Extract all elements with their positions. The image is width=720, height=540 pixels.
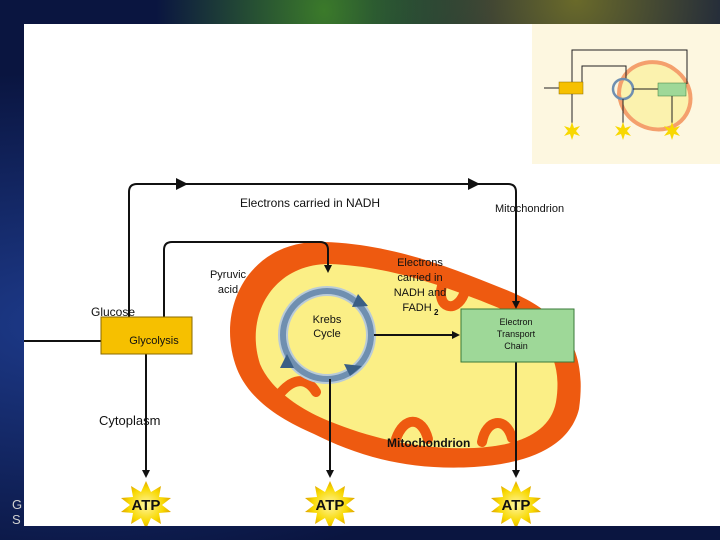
- krebs-arrow-icon: [344, 364, 362, 376]
- electrons2-label-line3: NADH and: [394, 287, 447, 299]
- krebs-label-line2: Cycle: [313, 328, 341, 340]
- nadh-arrow-head-icon: [468, 178, 480, 190]
- cellular-respiration-diagram: ATP ATP ATP Electrons carried in NADH Mi…: [24, 24, 720, 526]
- nadh-arrow: [128, 183, 520, 317]
- atp-label-3: ATP: [502, 497, 531, 514]
- etc-label-line2: Transport: [497, 329, 536, 339]
- electron-transport-chain-box: [460, 308, 575, 363]
- krebs-ring: [280, 288, 374, 382]
- atp-burst-1: ATP: [121, 481, 171, 526]
- corner-letter-2: S: [12, 512, 21, 527]
- electrons2-label-line4: FADH: [402, 302, 431, 314]
- atp-star-icon: [305, 481, 355, 526]
- atp-label-1: ATP: [132, 497, 161, 514]
- mitochondrion-top-label: Mitochondrion: [495, 203, 564, 215]
- thumbnail-line-pyruvic: [581, 65, 627, 82]
- krebs-arrow-icon: [280, 354, 294, 368]
- overview-thumbnail: [532, 24, 720, 164]
- pyruvic-label-line1: Pyruvic: [210, 269, 247, 281]
- cytoplasm-label: Cytoplasm: [99, 413, 160, 428]
- thumbnail-mitochondrion: [616, 60, 693, 132]
- etc-label-line1: Electron: [499, 317, 532, 327]
- mitochondrion-inner-label: Mitochondrion: [387, 436, 470, 450]
- electrons-nadh-label: Electrons carried in NADH: [240, 196, 380, 210]
- electrons2-label-line2: carried in: [397, 272, 442, 284]
- electrons2-label-line1: Electrons: [397, 257, 443, 269]
- thumbnail-atp-star: [615, 122, 631, 140]
- thumbnail-etc: [657, 82, 687, 97]
- fadh-subscript: 2: [434, 308, 439, 317]
- atp-label-2: ATP: [316, 497, 345, 514]
- slide-canvas: ATP ATP ATP Electrons carried in NADH Mi…: [24, 24, 720, 526]
- thumbnail-line-top: [571, 49, 688, 84]
- thumbnail-atp-star: [664, 122, 680, 140]
- pyruvic-acid-arrow: [163, 241, 332, 317]
- glycolysis-label: Glycolysis: [129, 335, 179, 347]
- etc-label-line3: Chain: [504, 341, 528, 351]
- atp-burst-2: ATP: [305, 481, 355, 526]
- arrows: [24, 178, 520, 478]
- atp-burst-3: ATP: [491, 481, 541, 526]
- corner-letter-1: G: [12, 497, 23, 512]
- nadh-arrow-head-icon: [176, 178, 188, 190]
- atp-star-icon: [121, 481, 171, 526]
- pyruvic-label-line2: acid: [218, 284, 238, 296]
- krebs-label-line1: Krebs: [313, 314, 342, 326]
- mitochondrion-cristae: [273, 281, 517, 447]
- krebs-cycle: [278, 286, 376, 384]
- glycolysis-box: [100, 316, 193, 355]
- thumbnail-glycolysis: [558, 81, 584, 95]
- atp-star-icon: [491, 481, 541, 526]
- glucose-label: Glucose: [91, 305, 135, 319]
- krebs-arrow-icon: [352, 294, 368, 307]
- corner-footer-text: G S: [12, 497, 24, 527]
- thumbnail-atp-star: [564, 122, 580, 140]
